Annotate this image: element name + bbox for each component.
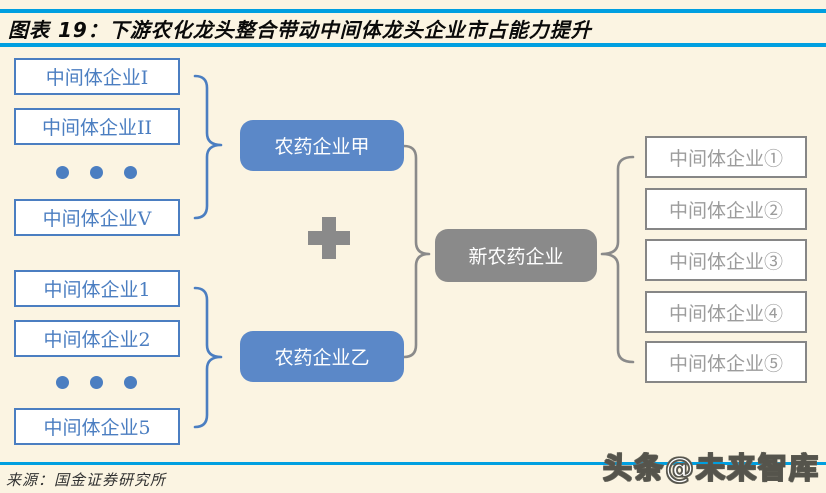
box-result-intermediate-2: 中间体企业② — [645, 188, 807, 230]
box-result-intermediate-5: 中间体企业⑤ — [645, 341, 807, 383]
brace-group-numeric — [193, 286, 223, 429]
watermark: 头条@未来智库 — [602, 450, 820, 485]
box-new-pesticide-company: 新农药企业 — [435, 229, 597, 282]
brace-merge — [402, 144, 431, 359]
source-note: 来源：国金证券研究所 — [6, 471, 167, 489]
box-intermediate-roman-1: 中间体企业I — [14, 58, 180, 95]
box-intermediate-roman-2: 中间体企业II — [14, 108, 180, 145]
box-intermediate-numeric-5: 中间体企业5 — [14, 408, 180, 445]
box-result-intermediate-3: 中间体企业③ — [645, 239, 807, 281]
box-intermediate-numeric-1: 中间体企业1 — [14, 270, 180, 307]
box-intermediate-roman-v: 中间体企业V — [14, 199, 180, 236]
box-intermediate-numeric-2: 中间体企业2 — [14, 320, 180, 357]
title-top-rule — [0, 9, 826, 13]
brace-group-roman — [193, 74, 223, 220]
box-pesticide-company-a: 农药企业甲 — [240, 120, 404, 171]
footer-rule — [0, 462, 826, 465]
box-pesticide-company-b: 农药企业乙 — [240, 331, 404, 382]
box-result-intermediate-4: 中间体企业④ — [645, 291, 807, 333]
ellipsis-icon — [56, 166, 137, 179]
title-bottom-rule — [0, 43, 826, 47]
brace-result — [600, 155, 635, 364]
figure-title: 图表 19：下游农化龙头整合带动中间体龙头企业市占能力提升 — [8, 18, 592, 42]
box-result-intermediate-1: 中间体企业① — [645, 136, 807, 178]
ellipsis-icon — [56, 376, 137, 389]
plus-icon — [308, 217, 350, 259]
